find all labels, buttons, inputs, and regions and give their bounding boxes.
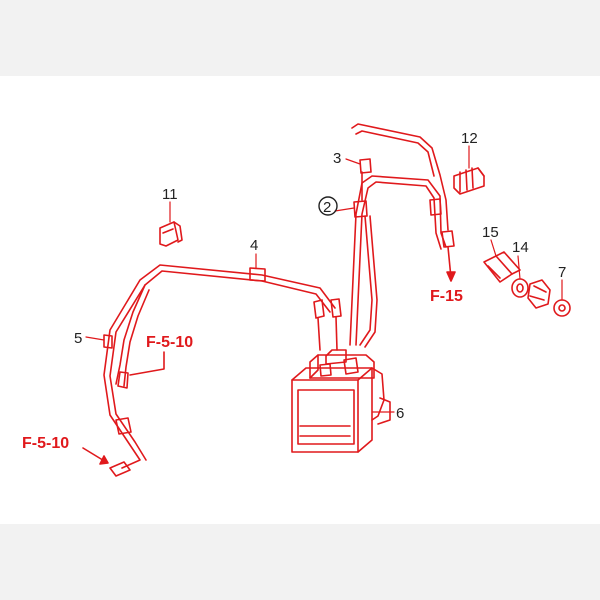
- reference-labels: F-5-10 F-5-10 F-15: [22, 288, 463, 452]
- reference-f-5-10-lower: F-5-10: [22, 435, 69, 452]
- callout-5: 5: [74, 330, 82, 347]
- diagram-panel: [0, 76, 600, 524]
- washer-14: [511, 278, 529, 298]
- cap-nut-14: [527, 279, 551, 309]
- reference-arrow-f15: [446, 246, 456, 282]
- callout-2: 2: [323, 199, 331, 216]
- callout-11: 11: [162, 186, 178, 203]
- callout-2-circle: [318, 196, 338, 216]
- hose-fitting-left: [313, 298, 342, 351]
- reference-f-15: F-15: [430, 288, 463, 305]
- sensor-15: [483, 251, 521, 283]
- hose-clamp-11: [159, 221, 183, 247]
- brake-pipe-upper: [349, 123, 455, 348]
- callout-12: 12: [461, 130, 478, 147]
- callout-leaders: [85, 145, 563, 413]
- callout-7: 7: [558, 264, 566, 281]
- abs-modulator: [291, 349, 391, 453]
- front-brake-hose: [103, 264, 336, 477]
- reference-arrow-f510: [82, 447, 109, 465]
- callout-3: 3: [333, 150, 341, 167]
- reference-f-5-10-upper: F-5-10: [146, 334, 193, 351]
- callout-14: 14: [512, 239, 529, 256]
- callout-15: 15: [482, 224, 499, 241]
- washer-7: [553, 299, 571, 317]
- reference-leader-f510: [129, 351, 165, 376]
- callout-6: 6: [396, 405, 404, 422]
- pipe-clamp-12: [453, 167, 485, 195]
- callout-4: 4: [250, 237, 258, 254]
- callout-labels: 2 3 4 5 6 7 11 12 14 15: [74, 130, 566, 422]
